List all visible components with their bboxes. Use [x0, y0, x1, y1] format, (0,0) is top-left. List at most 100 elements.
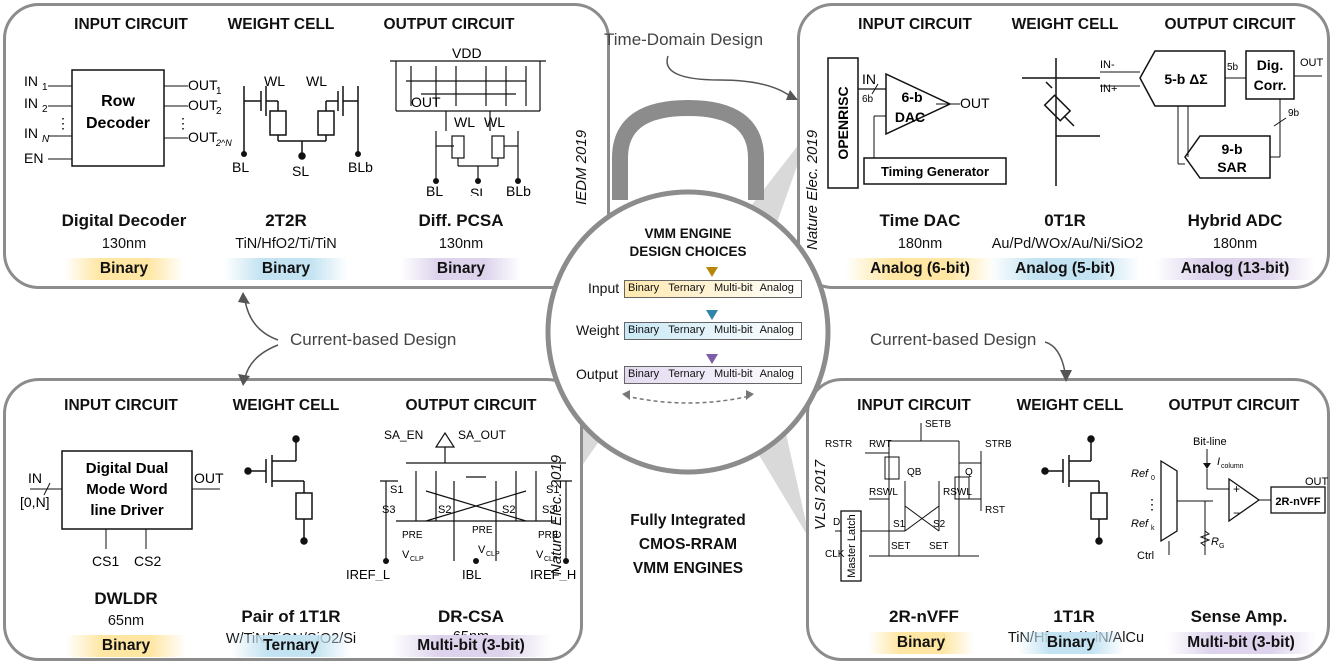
header-input-circuit: INPUT CIRCUIT — [74, 16, 188, 33]
vclp-sub-l: CLP — [410, 556, 424, 563]
0t1r-cell — [1022, 58, 1100, 186]
sa-out-label: SA_OUT — [458, 428, 507, 442]
outN-label: OUT — [188, 129, 218, 145]
refk-sub: k — [1151, 525, 1155, 532]
2t2r-cell — [243, 86, 359, 160]
1t1r-cell — [1041, 435, 1108, 545]
panel-top-left: INPUT CIRCUIT WEIGHT CELL OUTPUT CIRCUIT… — [3, 3, 610, 289]
sub-180nm-1: 180nm — [897, 236, 943, 252]
dwldr-line1: Digital Dual — [86, 460, 169, 477]
wl-label-1: WL — [264, 73, 285, 89]
ds-box — [1139, 50, 1226, 107]
sub-au-pd-wox: Au/Pd/WOx/Au/Ni/SiO2 — [991, 236, 1144, 252]
nvff-circuit — [835, 423, 982, 557]
name-dr-csa: DR-CSA — [437, 607, 505, 626]
pre-label-l: PRE — [402, 530, 423, 541]
in-plus-label: IN+ — [1100, 83, 1117, 95]
openrisc-label: OPENRISC — [835, 86, 851, 159]
1t1r-pair-cell — [244, 435, 313, 545]
vclp-label-m: V — [478, 544, 486, 556]
center-bottom-3: VMM ENGINES — [632, 560, 744, 577]
weight-opt-multibit: Multi-bit — [714, 324, 753, 336]
sub-130nm-1: 130nm — [101, 236, 147, 252]
dig-corr-box — [1245, 50, 1295, 100]
br-circuits: Master Latch SETB RSTR RWT QB Q STRB RST… — [825, 419, 1329, 582]
sub-65nm-1: 65nm — [107, 613, 145, 629]
tag-vlsi-2017: VLSI 2017 — [812, 459, 829, 530]
vclp-sub-r: CLP — [544, 556, 558, 563]
cs2-label: CS2 — [134, 553, 161, 569]
pcsa-blb: BLb — [506, 183, 531, 196]
master-latch-box — [840, 510, 862, 582]
header-weight-cell-tr: WEIGHT CELL — [1011, 16, 1119, 33]
dr-csa-circuit — [380, 431, 572, 561]
tdac-out: OUT — [960, 95, 990, 111]
tdac-6b: 6b — [862, 94, 874, 105]
out1-label: OUT — [188, 77, 218, 93]
name-digital-decoder: Digital Decoder — [61, 211, 187, 230]
tdac-triangle — [885, 72, 952, 136]
tag-nature-elec-2019-top: Nature Elec. 2019 — [804, 129, 821, 250]
in-minus-label: IN- — [1100, 59, 1115, 71]
opamp — [1228, 477, 1261, 523]
timing-generator-label: Timing Generator — [881, 164, 989, 179]
badge-binary-input: Binary — [64, 258, 184, 280]
rg-sub: G — [1219, 543, 1224, 550]
vclp-label-l: V — [402, 549, 410, 561]
tdac-in: IN — [862, 71, 876, 87]
timing-generator-box — [863, 157, 1007, 185]
panel-top-right: INPUT CIRCUIT WEIGHT CELL OUTPUT CIRCUIT… — [797, 3, 1330, 289]
rstr-label: RSTR — [825, 439, 852, 450]
badge-multibit-br: Multi-bit (3-bit) — [1166, 632, 1316, 654]
tdac-6b-label: 6-b — [902, 89, 923, 105]
name-0t1r: 0T1R — [1044, 211, 1086, 230]
panel-bottom-left: INPUT CIRCUIT WEIGHT CELL OUTPUT CIRCUIT… — [3, 378, 583, 661]
center-bottom-1: Fully Integrated — [630, 512, 746, 529]
strb-label: STRB — [985, 439, 1012, 450]
name-pair-1t1r: Pair of 1T1R — [241, 607, 341, 626]
openrisc-box — [827, 57, 859, 189]
row-decoder-label-1: Row — [101, 93, 135, 110]
output-opt-multibit: Multi-bit — [714, 368, 753, 380]
output-opt-ternary: Ternary — [668, 368, 705, 380]
header-output-circuit: OUTPUT CIRCUIT — [383, 16, 515, 33]
s1-label-br: S1 — [893, 519, 906, 530]
label-current-based-left: Current-based Design — [290, 330, 457, 349]
bitline-label: Bit-line — [1193, 436, 1227, 448]
sa-out-br: OUT — [1305, 476, 1329, 488]
weight-opt-binary: Binary — [628, 324, 660, 336]
s1-label-l: S1 — [390, 484, 403, 496]
dwldr-range: [0,N] — [20, 494, 50, 510]
in2-sub: 2 — [42, 104, 48, 115]
setb-label: SETB — [925, 419, 951, 430]
set-label-l: SET — [891, 541, 910, 552]
dwldr-box — [61, 450, 193, 530]
name-sense-amp: Sense Amp. — [1190, 607, 1288, 626]
svg-text:−: − — [1233, 506, 1240, 520]
header-weight-cell-bl: WEIGHT CELL — [232, 397, 340, 414]
sar-9b-label: 9-b — [1222, 141, 1243, 157]
pcsa-wl-2: WL — [484, 114, 505, 130]
vdots-right: ⋮ — [176, 115, 190, 131]
header-weight-cell-br: WEIGHT CELL — [1016, 397, 1124, 414]
header-output-circuit-tr: OUTPUT CIRCUIT — [1164, 16, 1296, 33]
tag-iedm-2019: IEDM 2019 — [573, 129, 590, 205]
label-time-domain-design: Time-Domain Design — [604, 30, 764, 49]
outN-sub: 2^N — [215, 138, 232, 148]
output-options-strip: Binary Ternary Multi-bit Analog — [624, 366, 802, 384]
sub-130nm-2: 130nm — [438, 236, 484, 252]
bits9-label: 9b — [1288, 108, 1300, 119]
badge-binary-weight: Binary — [224, 258, 348, 280]
svg-text:+: + — [1233, 482, 1240, 496]
header-output-circuit-br: OUTPUT CIRCUIT — [1168, 397, 1300, 414]
nvff-box — [1270, 486, 1326, 514]
in1-label: IN — [24, 73, 38, 89]
bl-label: BL — [232, 159, 249, 175]
input-opt-multibit: Multi-bit — [714, 282, 753, 294]
name-2t2r: 2T2R — [265, 211, 307, 230]
ref0-sub: 0 — [1151, 475, 1155, 482]
center-title-1: VMM ENGINE — [644, 226, 732, 241]
header-input-circuit-br: INPUT CIRCUIT — [857, 397, 971, 414]
badge-analog-5bit: Analog (5-bit) — [990, 258, 1140, 280]
q-label: Q — [965, 467, 973, 478]
